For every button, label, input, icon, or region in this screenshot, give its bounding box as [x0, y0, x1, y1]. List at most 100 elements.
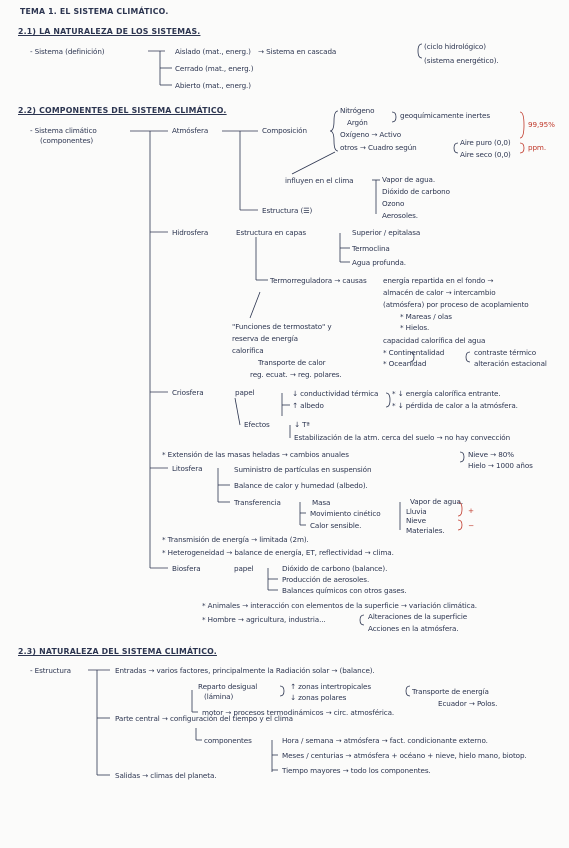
componentes-sub-label: componentes [204, 736, 252, 745]
crio-result-2: * ↓ pérdida de calor a la atmósfera. [392, 401, 518, 410]
capa-item-2: Termoclina [352, 244, 390, 253]
masa-text: Masa [312, 498, 331, 507]
oxigeno-text: Oxígeno → Activo [340, 130, 402, 139]
contraste-text: contraste térmico [474, 348, 537, 357]
conductividad-text: ↓ conductividad térmica [292, 389, 379, 398]
salidas-text: Salidas → climas del planeta. [115, 771, 217, 780]
motor-text: motor → procesos termodinámicos → circ. … [202, 708, 395, 717]
zonas-polares-text: ↓ zonas polares [290, 693, 347, 702]
oceanidad-text: * Oceanidad [383, 359, 427, 368]
funciones-line-3: calorífica [232, 346, 264, 355]
ppm-text: ppm. [528, 143, 547, 152]
transmision-text: * Transmisión de energía → limitada (2m)… [162, 535, 309, 544]
efectos-text: Efectos [244, 420, 270, 429]
minus-sign: − [468, 521, 474, 530]
comp-item-2: Meses / centurias → atmósfera + océano +… [282, 751, 527, 760]
section-2-3-heading: 2.3) NATURALEZA DEL SISTEMA CLIMÁTICO. [18, 647, 217, 656]
causa-1b: almacén de calor → intercambio [383, 288, 496, 297]
section-2-2-heading: 2.2) COMPONENTES DEL SISTEMA CLIMÁTICO. [18, 106, 227, 115]
criosfera-label: Criosfera [172, 388, 204, 397]
composicion-label: Composición [262, 126, 307, 135]
page-title: TEMA 1. EL SISTEMA CLIMÁTICO. [20, 7, 169, 16]
ecuador-polos-text: Ecuador → Polos. [438, 699, 498, 708]
funciones-line-1: "Funciones de termostato" y [232, 322, 332, 331]
biosfera-label: Biosfera [172, 564, 201, 573]
termorreguladora-text: Termorreguladora → causas [270, 276, 367, 285]
movimiento-text: Movimiento cinético [310, 509, 381, 518]
capa-item-1: Superior / epitalasa [352, 228, 421, 237]
parte-central-text: Parte central → configuración del tiempo… [115, 714, 293, 723]
gas-item-4: Aerosoles. [382, 211, 418, 220]
hielo-anos-text: Hielo → 1000 años [468, 461, 533, 470]
estructura-label: - Estructura [30, 666, 71, 675]
vapor-text: Vapor de agua. [410, 497, 464, 506]
hidro-estructura-text: Estructura en capas [236, 228, 307, 237]
cascada-item-2: (sistema energético). [424, 56, 499, 65]
causa-1: energía repartida en el fondo → [383, 276, 494, 285]
sistema-label: - Sistema (definición) [30, 47, 105, 56]
crio-papel-text: papel [235, 388, 255, 397]
atmosfera-label: Atmósfera [172, 126, 209, 135]
componentes-label: (componentes) [40, 136, 94, 145]
abierto-text: Abierto (mat., energ.) [175, 81, 251, 90]
pct-text: 99,95% [528, 120, 555, 129]
inertes-text: geoquímicamente inertes [400, 111, 490, 120]
causa-2: capacidad calorífica del agua [383, 336, 486, 345]
aire-puro-text: Aire puro (0,0) [460, 138, 511, 147]
gas-item-1: Vapor de agua. [382, 175, 436, 184]
alteraciones-text: Alteraciones de la superficie [368, 612, 468, 621]
hombre-text: * Hombre → agricultura, industria... [202, 615, 326, 624]
zonas-intertropicales-text: ↑ zonas intertropicales [290, 682, 372, 691]
causa-1e: * Hielos. [400, 323, 430, 332]
causa-1d: * Mareas / olas [400, 312, 452, 321]
influyen-text: influyen en el clima [285, 176, 354, 185]
nieve-text: Nieve [406, 516, 426, 525]
bio-item-1: Dióxido de carbono (balance). [282, 564, 388, 573]
funciones-line-2: reserva de energía [232, 334, 298, 343]
transferencia-text: Transferencia [234, 498, 281, 507]
section-2-1-heading: 2.1) LA NATURALEZA DE LOS SISTEMAS. [18, 27, 201, 36]
aislado-text: Aislado (mat., energ.) [175, 47, 251, 56]
alteracion-text: alteración estacional [474, 359, 547, 368]
cerrado-text: Cerrado (mat., energ.) [175, 64, 254, 73]
lito-item-1: Suministro de partículas en suspensión [234, 465, 372, 474]
transporte-energia-text: Transporte de energía [412, 687, 489, 696]
continentalidad-text: * Continentalidad [383, 348, 445, 357]
comp-item-1: Hora / semana → atmósfera → fact. condic… [282, 736, 488, 745]
albedo-text: ↑ albedo [292, 401, 324, 410]
aislado-arrow-text: → Sistema en cascada [258, 47, 337, 56]
animales-text: * Animales → interacción con elementos d… [202, 601, 477, 610]
entradas-text: Entradas → varios factores, principalmen… [115, 666, 375, 675]
cascada-item-1: (ciclo hidrológico) [424, 42, 486, 51]
aire-seco-text: Aire seco (0,0) [460, 150, 511, 159]
capa-item-3: Agua profunda. [352, 258, 406, 267]
bio-item-3: Balances químicos con otros gases. [282, 586, 407, 595]
ta-text: ↓ Tª [294, 420, 310, 429]
transporte-text: Transporte de calor [258, 358, 326, 367]
litosfera-label: Litosfera [172, 464, 203, 473]
nieve-pct-text: Nieve → 80% [468, 450, 514, 459]
materiales-text: Materiales. [406, 526, 445, 535]
argon-text: Argón [347, 118, 368, 127]
acciones-text: Acciones en la atmósfera. [368, 624, 459, 633]
crio-result-1: * ↓ energía calorífica entrante. [392, 389, 501, 398]
lito-item-2: Balance de calor y humedad (albedo). [234, 481, 368, 490]
causa-1c: (atmósfera) por proceso de acoplamiento [383, 300, 529, 309]
gas-item-3: Ozono [382, 199, 405, 208]
hidrosfera-label: Hidrosfera [172, 228, 209, 237]
reparto-text: Reparto desigual [198, 682, 258, 691]
lluvia-text: Lluvia [406, 507, 427, 516]
transporte-regiones-text: reg. ecuat. → reg. polares. [250, 370, 342, 379]
comp-item-3: Tiempo mayores → todo los componentes. [282, 766, 431, 775]
otros-text: otros → Cuadro según [340, 143, 417, 152]
estructura-text: Estructura (☰) [262, 206, 313, 215]
gas-item-2: Dióxido de carbono [382, 187, 450, 196]
sistema-climatico-label: - Sistema climático [30, 126, 97, 135]
lamina-text: (lámina) [204, 692, 234, 701]
plus-sign: + [468, 506, 474, 515]
bio-item-2: Producción de aerosoles. [282, 575, 370, 584]
extension-text: * Extensión de las masas heladas → cambi… [162, 450, 349, 459]
bio-papel-text: papel [234, 564, 254, 573]
